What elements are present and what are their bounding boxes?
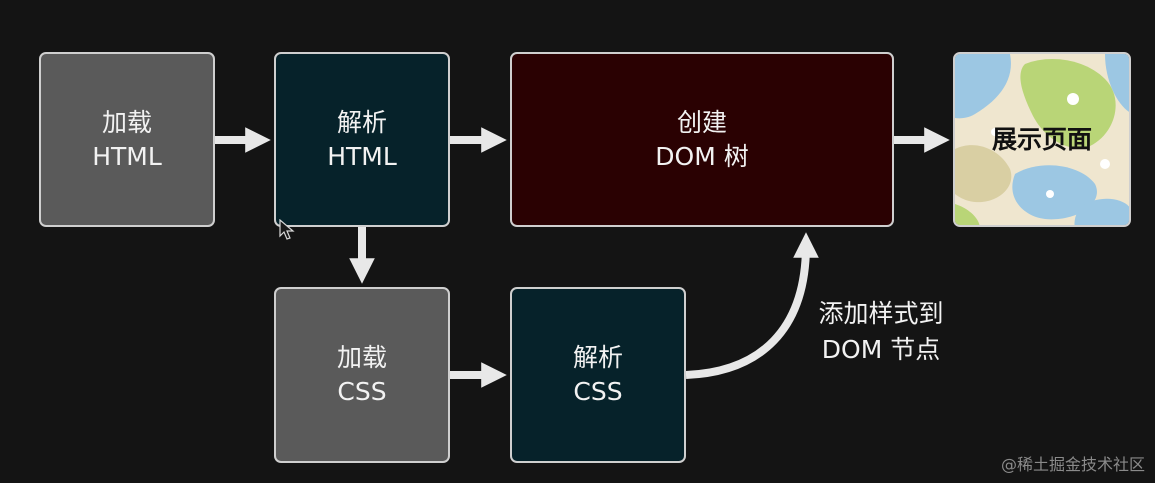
node-parse-css-line2: CSS: [573, 377, 623, 406]
mouse-cursor-icon: [279, 219, 295, 240]
node-display-page: 展示页面: [953, 52, 1131, 227]
edge-label-add-styles: 添加样式到 DOM 节点: [806, 296, 956, 368]
node-create-dom: 创建 DOM 树: [510, 52, 894, 227]
node-parse-css: 解析 CSS: [510, 287, 686, 463]
edge-label-line2: DOM 节点: [821, 335, 941, 364]
display-page-illustration: [955, 54, 1129, 225]
node-parse-html-line1: 解析: [336, 107, 387, 137]
node-load-css: 加载 CSS: [274, 287, 450, 463]
node-load-css-line1: 加载: [336, 343, 387, 372]
node-create-dom-line2: DOM 树: [655, 141, 749, 171]
node-create-dom-line1: 创建: [676, 107, 727, 137]
node-parse-css-line1: 解析: [572, 343, 623, 372]
node-parse-html-line2: HTML: [327, 141, 397, 171]
watermark: @稀土掘金技术社区: [1000, 455, 1145, 474]
edge-label-line1: 添加样式到: [818, 299, 944, 328]
node-load-html-line1: 加载: [101, 107, 152, 137]
node-load-html-line2: HTML: [92, 141, 162, 171]
node-load-html: 加载 HTML: [39, 52, 215, 227]
node-display-page-label: 展示页面: [991, 124, 1092, 154]
arrow-parse-css-to-dom: [685, 232, 819, 379]
node-parse-html: 解析 HTML: [274, 52, 450, 227]
node-load-css-line2: CSS: [337, 377, 387, 406]
